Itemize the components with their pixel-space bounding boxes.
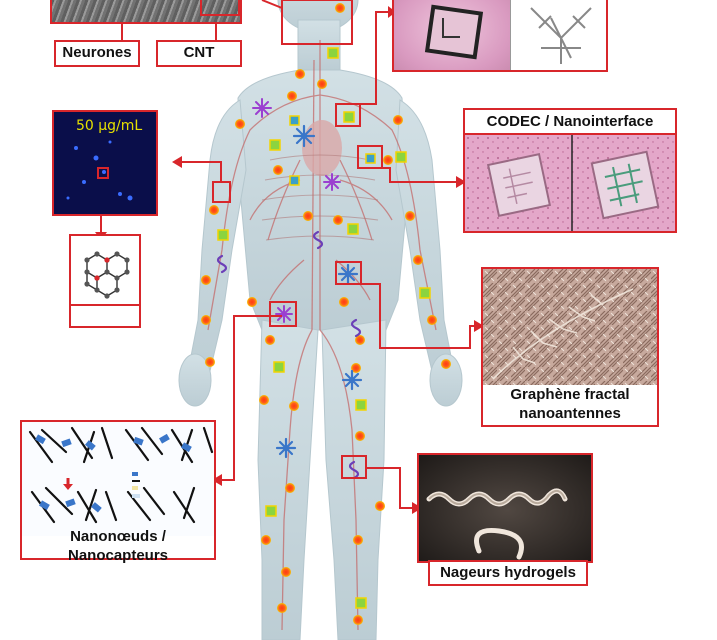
cnt-network-icon (28, 426, 214, 524)
microchip-panel (392, 0, 608, 72)
hydrogel-swimmers-label: Nageurs hydrogels (428, 560, 588, 586)
concentration-label: 50 µg/mL (76, 118, 143, 134)
cnt-highlight-square (200, 0, 240, 16)
graphene-fractal-label: Graphène fractal nanoantennes (481, 385, 659, 427)
green-square-markers (217, 47, 431, 609)
blue-square-markers (289, 115, 376, 186)
graphene-fractal-label-line1: Graphène fractal (510, 386, 630, 404)
nanonoeuds-label: Nanonœuds / Nanocapteurs (20, 528, 216, 564)
graphene-molecule-panel (69, 234, 141, 328)
graphene-molecule-icon (84, 251, 130, 299)
codec-nanointerface-images (463, 133, 677, 233)
nanonoeuds-diagram (20, 420, 216, 538)
hydrogel-swimmers-image (417, 453, 593, 563)
graphene-fractal-label-line2: nanoantennes (519, 405, 621, 422)
cnt-label: CNT (156, 40, 242, 67)
neurones-label: Neurones (54, 40, 140, 67)
fluorescence-image: 50 µg/mL (52, 110, 158, 216)
red-nanoparticle-dots (201, 3, 451, 625)
microchip-schematic (510, 0, 606, 70)
graphene-fractal-image (481, 267, 659, 387)
purple-star-nanoparticles (252, 98, 341, 323)
codec-label: CODEC / Nanointerface (463, 108, 677, 135)
neurones-sem-image (50, 0, 242, 24)
ribcage (261, 154, 379, 241)
microchip-photo (394, 0, 510, 70)
heart (302, 120, 342, 176)
blue-star-nanoparticles (275, 124, 363, 459)
circulatory-system (207, 40, 437, 631)
hydrogel-swimmer-squiggles (216, 230, 362, 480)
